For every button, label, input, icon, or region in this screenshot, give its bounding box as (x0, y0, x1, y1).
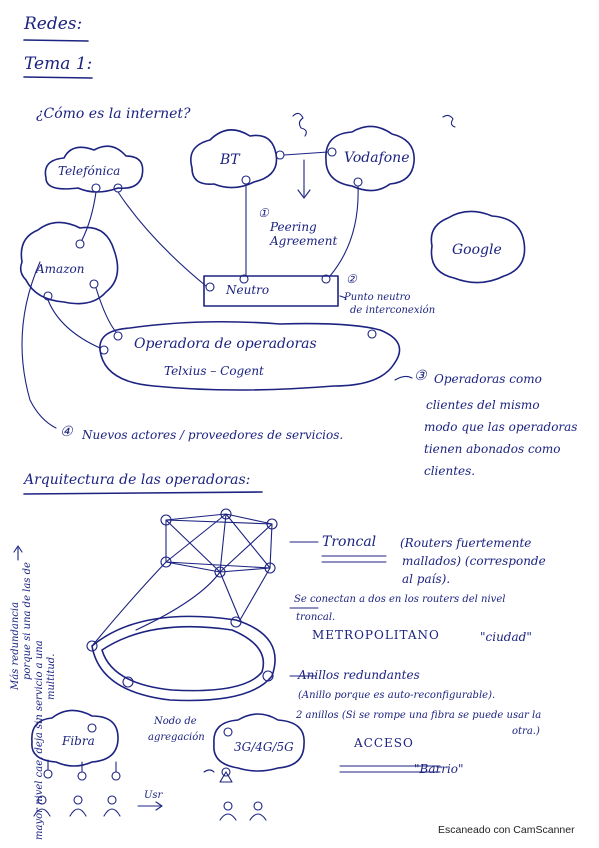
scanner-watermark: Escaneado con CamScanner (438, 824, 575, 836)
label-mobile: 3G/4G/5G (234, 740, 294, 754)
page-title: Redes: (24, 14, 83, 34)
side-note-3: mayor nivel cae, deja sin servicio a una (34, 640, 45, 840)
node-google: Google (452, 242, 502, 258)
cloud-google (430, 210, 526, 284)
node-operadora-title: Operadora de operadoras (134, 336, 317, 352)
metro-note-1: Se conectan a dos en los routers del niv… (294, 594, 506, 605)
doodle-icon (442, 114, 456, 128)
anillos-2: (Anillo porque es auto-reconfigurable). (298, 690, 496, 701)
question-heading: ¿Cómo es la internet? (36, 106, 191, 122)
node-bt: BT (220, 152, 240, 168)
label-troncal: Troncal (322, 534, 377, 550)
label-operadoras-1: Operadoras como (434, 372, 542, 386)
troncal-note-3: al país). (402, 572, 451, 586)
node-amazon: Amazon (36, 262, 85, 276)
metro-rings (86, 615, 276, 702)
network-links (21, 151, 413, 429)
cloud-mobile (213, 713, 305, 772)
label-acceso: ACCESO (354, 736, 414, 750)
side-arrow (13, 545, 23, 561)
label-nodo-2: agregación (148, 732, 205, 743)
label-metropolitano: METROPOLITANO (312, 628, 440, 642)
troncal-note-2: mallados) (corresponde (402, 554, 546, 568)
label-usr: Usr (144, 790, 163, 801)
node-vodafone: Vodafone (344, 150, 410, 166)
label-fibra: Fibra (62, 734, 95, 748)
doodle-icon (292, 112, 307, 137)
cloud-amazon (19, 221, 119, 305)
side-note-4: multitud. (46, 653, 57, 700)
cloud-fibra (31, 709, 119, 767)
label-nodo-1: Nodo de (154, 716, 197, 727)
label-nuevos-actores: Nuevos actores / proveedores de servicio… (82, 428, 344, 442)
label-punto-neutro-2: de interconexión (350, 305, 436, 316)
title-underline (23, 39, 89, 42)
node-neutro: Neutro (226, 283, 270, 297)
troncal-note-1: (Routers fuertemente (400, 536, 532, 550)
anillos-3: 2 anillos (Si se rompe una fibra se pued… (296, 710, 542, 721)
node-operadora-sub: Telxius – Cogent (164, 364, 264, 378)
label-punto-neutro-1: Punto neutro (344, 292, 411, 303)
label-operadoras-4: tienen abonados como (424, 442, 561, 456)
section2-title: Arquitectura de las operadoras: (24, 472, 251, 488)
label-num1: ① (258, 206, 269, 220)
anillos-1: Anillos redundantes (298, 668, 420, 682)
side-note-2: porque si una de las de (22, 562, 33, 680)
node-telefonica: Telefónica (58, 164, 121, 178)
label-operadoras-5: clientes. (424, 464, 476, 478)
box-neutro (203, 275, 339, 307)
label-num3: ③ (414, 368, 427, 384)
label-ciudad: "ciudad" (480, 630, 532, 644)
label-num4: ④ (60, 424, 73, 440)
label-operadoras-3: modo que las operadoras (424, 420, 578, 434)
anillos-4: otra.) (512, 726, 540, 737)
troncal-mesh (91, 508, 278, 647)
user-icon (33, 795, 267, 821)
level-arrows (289, 541, 319, 677)
acceso-underline (339, 765, 441, 773)
label-operadoras-2: clientes del mismo (426, 398, 540, 412)
side-note-1: Más redundancia (10, 601, 21, 690)
subtitle-underline (23, 76, 93, 79)
cloud-vodafone (325, 125, 415, 192)
cloud-operadora (99, 320, 401, 391)
section2-underline (23, 491, 263, 495)
metro-note-2: troncal. (296, 612, 336, 623)
page-subtitle: Tema 1: (24, 54, 93, 74)
cloud-telefonica (44, 145, 144, 193)
label-num2: ② (346, 272, 357, 286)
label-peering: Peering Agreement (270, 220, 338, 248)
access-nodes (43, 723, 233, 811)
troncal-underline (321, 555, 387, 563)
label-barrio: "Barrio" (414, 762, 464, 776)
